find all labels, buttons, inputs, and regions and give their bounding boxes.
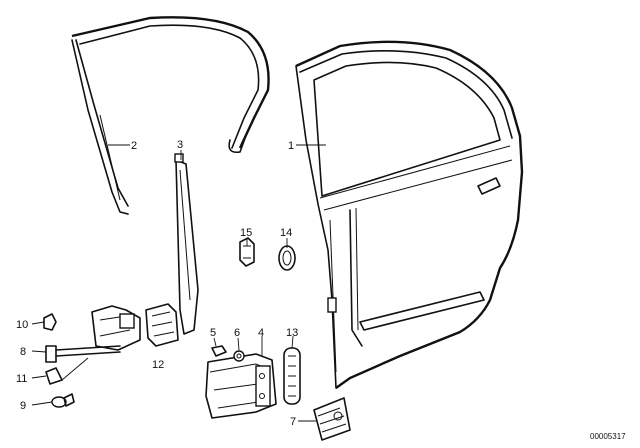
check-bracket (145, 303, 179, 347)
callout-8: 8 (20, 346, 26, 358)
callouts: 1 2 3 15 14 5 6 4 13 12 10 8 11 9 7 (16, 139, 298, 428)
callout-14: 14 (280, 227, 292, 239)
leader-lines (31, 144, 326, 422)
callout-10: 10 (16, 319, 28, 331)
door-check (43, 305, 141, 408)
callout-2: 2 (131, 140, 137, 152)
callout-13: 13 (286, 327, 298, 339)
document-number: 00005317 (590, 432, 626, 441)
window-channel (71, 39, 129, 215)
callout-3: 3 (177, 139, 183, 151)
callout-12: 12 (152, 359, 164, 371)
callout-11: 11 (16, 373, 27, 385)
callout-6: 6 (234, 327, 240, 339)
callout-5: 5 (210, 327, 216, 339)
gasket-plate (313, 397, 351, 441)
callout-9: 9 (20, 400, 26, 412)
upper-frame-trim (71, 16, 270, 154)
callout-7: 7 (290, 416, 296, 428)
callout-1: 1 (288, 140, 294, 152)
seal-13 (283, 347, 301, 405)
callout-4: 4 (258, 327, 264, 339)
plug-14 (278, 245, 296, 271)
door-hinge (205, 345, 277, 419)
callout-15: 15 (240, 227, 252, 239)
door-shell (295, 40, 524, 389)
pillar-trim-strip (174, 153, 199, 335)
